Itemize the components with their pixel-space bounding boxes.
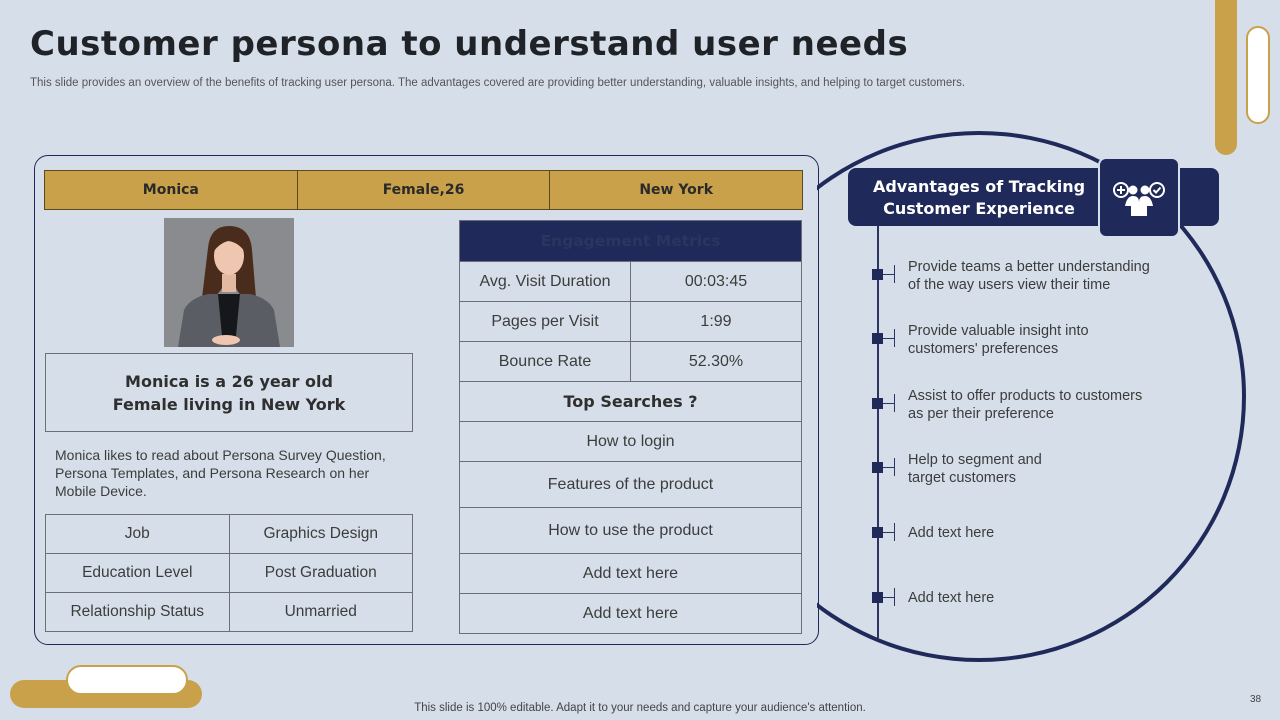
metric-label: Bounce Rate <box>460 342 631 381</box>
timeline-dot <box>872 592 883 603</box>
engagement-table: Engagement Metrics Avg. Visit Duration 0… <box>459 220 802 634</box>
persona-header-row: Monica Female,26 New York <box>44 170 803 210</box>
slide-title: Customer persona to understand user need… <box>30 24 909 64</box>
metric-value: 52.30% <box>688 352 744 370</box>
timeline-connector-bar <box>894 458 895 476</box>
advantage-text-line1: Add text here <box>908 525 995 541</box>
metric-label: Avg. Visit Duration <box>460 262 631 301</box>
advantage-item: Help to segment and target customers <box>872 451 1192 491</box>
persona-summary-line2: Female living in New York <box>112 394 346 414</box>
advantage-text: Add text here <box>908 524 1178 542</box>
persona-info-table: Job Graphics Design Education Level Post… <box>45 514 413 632</box>
persona-name: Monica <box>45 171 298 209</box>
decorative-pill-white-horizontal <box>66 665 188 695</box>
timeline-connector-bar <box>894 523 895 541</box>
timeline-dot <box>872 398 883 409</box>
info-value-education: Post Graduation <box>228 553 413 593</box>
advantages-title: Advantages of Tracking Customer Experien… <box>850 176 1108 220</box>
table-row: Bounce Rate 52.30% <box>460 341 801 381</box>
advantage-text: Assist to offer products to customers as… <box>908 387 1178 423</box>
table-row: Education Level Post Graduation <box>45 553 413 593</box>
top-searches-title: Top Searches ? <box>460 381 801 421</box>
advantage-text-line1: Add text here <box>908 590 995 606</box>
table-row: Avg. Visit Duration 00:03:45 <box>460 261 801 301</box>
timeline-connector <box>883 597 895 598</box>
user-group-icon-graphic <box>1113 181 1165 216</box>
decorative-pill-white-vertical <box>1246 26 1270 124</box>
info-value-relationship: Unmarried <box>228 592 413 632</box>
timeline-connector <box>883 403 895 404</box>
advantage-text-line1: Provide valuable insight into <box>908 323 1089 339</box>
advantage-text-line1: Assist to offer products to customers <box>908 388 1143 404</box>
advantage-item: Add text here <box>872 581 1192 621</box>
timeline-connector-bar <box>894 265 895 283</box>
table-row: Pages per Visit 1:99 <box>460 301 801 341</box>
advantage-text-line1: Help to segment and <box>908 452 1042 468</box>
page-number: 38 <box>1250 694 1262 705</box>
search-item: How to use the product <box>460 507 801 553</box>
advantage-item: Provide teams a better understanding of … <box>872 258 1192 298</box>
timeline-dot <box>872 527 883 538</box>
advantage-text-line2: customers' preferences <box>908 341 1059 357</box>
metric-value: 00:03:45 <box>684 272 748 290</box>
slide-footer: This slide is 100% editable. Adapt it to… <box>414 702 866 714</box>
advantages-title-line1: Advantages of Tracking <box>872 177 1086 196</box>
engagement-title: Engagement Metrics <box>460 221 801 261</box>
advantage-text-line2: target customers <box>908 470 1016 486</box>
advantage-text-line2: as per their preference <box>908 406 1054 422</box>
timeline-connector <box>883 532 895 533</box>
persona-description: Monica likes to read about Persona Surve… <box>55 447 386 499</box>
metric-value: 1:99 <box>700 312 732 330</box>
decorative-pill-gold-vertical <box>1215 0 1237 155</box>
persona-photo <box>164 218 294 347</box>
table-row: Relationship Status Unmarried <box>45 592 413 632</box>
advantage-text-line2: of the way users view their time <box>908 277 1111 293</box>
advantage-item: Add text here <box>872 516 1192 556</box>
advantage-item: Assist to offer products to customers as… <box>872 387 1192 427</box>
metric-label: Pages per Visit <box>460 302 631 341</box>
search-item: Add text here <box>460 593 801 633</box>
timeline-dot <box>872 333 883 344</box>
info-label-relationship: Relationship Status <box>45 592 230 632</box>
info-label-job: Job <box>45 514 230 554</box>
persona-location: New York <box>550 171 803 209</box>
persona-summary-line1: Monica is a 26 year old <box>125 371 333 391</box>
timeline-connector-bar <box>894 394 895 412</box>
timeline-connector <box>883 274 895 275</box>
advantage-text: Provide valuable insight into customers'… <box>908 322 1178 358</box>
advantage-text-line1: Provide teams a better understanding <box>908 259 1150 275</box>
timeline-connector-bar <box>894 588 895 606</box>
persona-summary: Monica is a 26 year old Female living in… <box>45 353 413 432</box>
timeline-connector <box>883 338 895 339</box>
advantage-text: Add text here <box>908 589 1178 607</box>
table-row: Job Graphics Design <box>45 514 413 554</box>
search-item: Add text here <box>460 553 801 593</box>
timeline-connector-bar <box>894 329 895 347</box>
user-group-add-check-icon <box>1098 157 1180 238</box>
advantage-text: Provide teams a better understanding of … <box>908 258 1178 294</box>
info-label-education: Education Level <box>45 553 230 593</box>
slide-subtitle: This slide provides an overview of the b… <box>30 77 966 89</box>
timeline-dot <box>872 269 883 280</box>
search-item: How to login <box>460 421 801 461</box>
timeline-connector <box>883 467 895 468</box>
persona-photo-illustration <box>164 218 294 347</box>
advantage-text: Help to segment and target customers <box>908 451 1178 487</box>
timeline-dot <box>872 462 883 473</box>
info-value-job: Graphics Design <box>228 514 413 554</box>
search-item: Features of the product <box>460 461 801 507</box>
timeline-line <box>877 226 879 638</box>
persona-gender-age: Female,26 <box>297 171 551 209</box>
advantages-title-line2: Customer Experience <box>883 199 1075 218</box>
advantage-item: Provide valuable insight into customers'… <box>872 322 1192 362</box>
